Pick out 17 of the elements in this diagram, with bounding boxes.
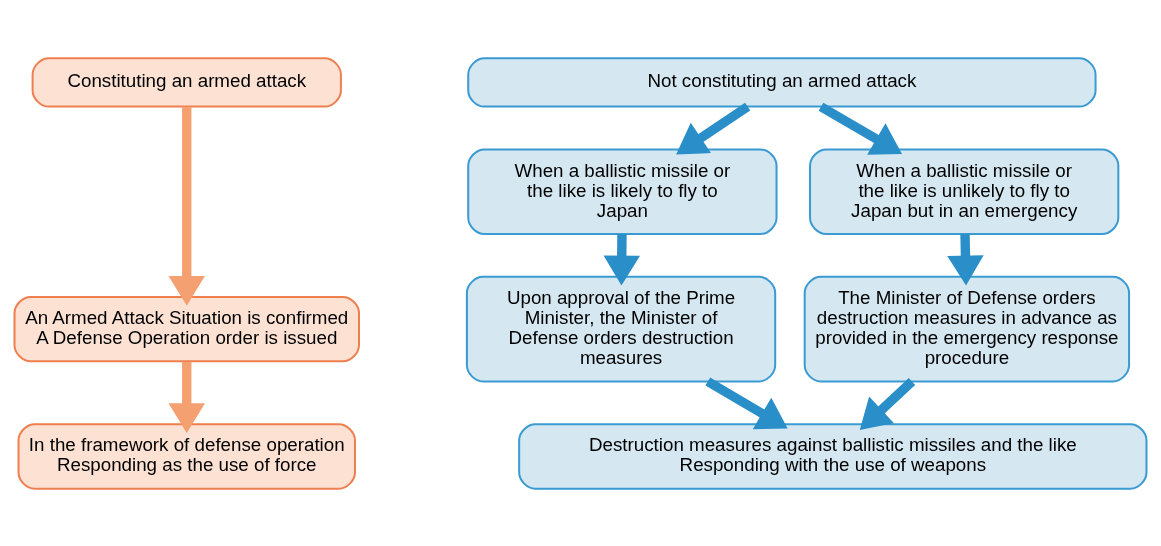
arrow bbox=[168, 361, 205, 433]
node-box: The Minister of Defense orders destruction measures in advance as provided in the emergency response procedure bbox=[803, 275, 1131, 382]
node-box: An Armed Attack Situation is confirmed A Defense Operation order is issued bbox=[13, 295, 360, 362]
arrow bbox=[168, 106, 205, 306]
arrow bbox=[603, 233, 640, 285]
node-box: In the framework of defense operation Responding as the use of force bbox=[17, 422, 356, 490]
arrow bbox=[676, 102, 751, 154]
node-box: Constituting an armed attack bbox=[31, 56, 342, 108]
node-box: Destruction measures against ballistic missiles and the like Responding with the use of weapons bbox=[518, 422, 1148, 490]
arrow bbox=[859, 377, 916, 430]
node-box: Upon approval of the Prime Minister, the Minister of Defense orders destruction measures bbox=[465, 275, 777, 382]
arrow bbox=[705, 377, 788, 429]
arrow bbox=[818, 102, 902, 155]
arrow bbox=[947, 233, 984, 285]
node-box: Not constituting an armed attack bbox=[467, 56, 1097, 108]
node-box: When a ballistic missile or the like is unlikely to fly to Japan but in an emergency bbox=[809, 148, 1120, 235]
node-box: When a ballistic missile or the like is likely to fly to Japan bbox=[467, 148, 778, 235]
